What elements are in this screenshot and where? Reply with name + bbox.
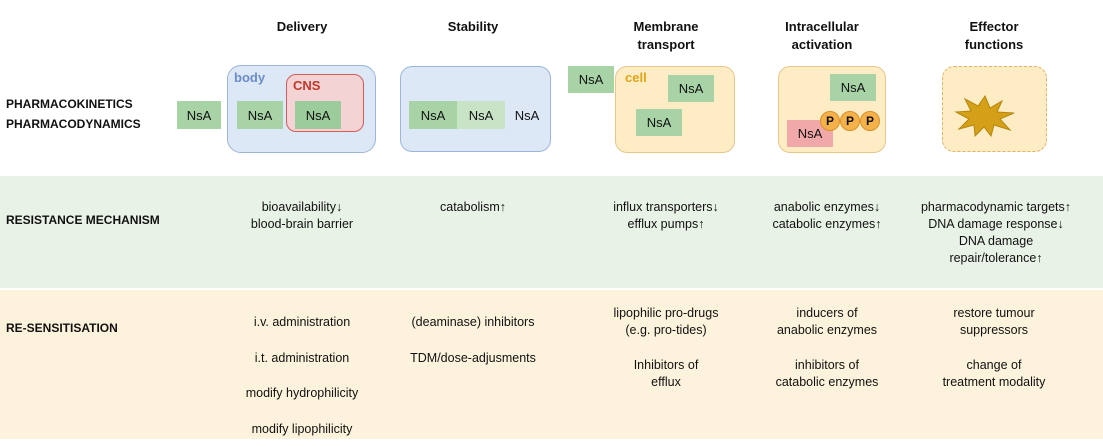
resistance-membrane: influx transporters↓efflux pumps↑ (613, 200, 719, 231)
row-label-resensitisation: RE-SENSITISATION (6, 321, 118, 335)
nsa-outside-cell: NsA (568, 66, 614, 93)
resistance-band (0, 176, 1103, 288)
burst-star-icon (954, 94, 1015, 138)
resensitisation-membrane: lipophilic pro-drugs(e.g. pro-tides) Inh… (613, 306, 719, 389)
row-label-resistance-mechanism: RESISTANCE MECHANISM (6, 213, 160, 227)
resistance-activation: anabolic enzymes↓catabolic enzymes↑ (772, 200, 882, 231)
nsa-in-cell-lower: NsA (636, 109, 682, 136)
column-effector-functions: Effector functions (964, 19, 1024, 52)
body-label: body (234, 70, 266, 85)
nsa-outside-body: NsA (177, 101, 221, 129)
column-delivery: Delivery (276, 19, 328, 34)
phosphate-3: P (860, 111, 880, 131)
row-label-pharmacodynamics: PHARMACODYNAMICS (6, 117, 141, 131)
nsa-stable: NsA (409, 101, 457, 129)
phosphate-1: P (820, 111, 840, 131)
resistance-effector: pharmacodynamic targets↑DNA damage respo… (920, 200, 1072, 265)
phosphate-2: P (840, 111, 860, 131)
column-intracellular-activation: Intracellular activation (785, 19, 859, 52)
nsa-degrading: NsA (457, 101, 505, 129)
nsa-degraded: NsA (505, 101, 549, 129)
nsa-in-body: NsA (237, 101, 283, 129)
resistance-stability: catabolism↑ (440, 200, 506, 214)
cns-label: CNS (293, 78, 321, 93)
nsa-in-cell-upper: NsA (668, 75, 714, 102)
resistance-delivery: bioavailability↓blood-brain barrier (250, 200, 354, 231)
column-stability: Stability (447, 19, 499, 34)
resensitisation-band (0, 290, 1103, 439)
nsa-activated: NsA (830, 74, 876, 101)
row-label-pharmacokinetics: PHARMACOKINETICS (6, 97, 133, 111)
cell-label: cell (625, 70, 647, 85)
nsa-in-cns: NsA (295, 101, 341, 129)
column-membrane-transport: Membrane transport (633, 19, 699, 52)
